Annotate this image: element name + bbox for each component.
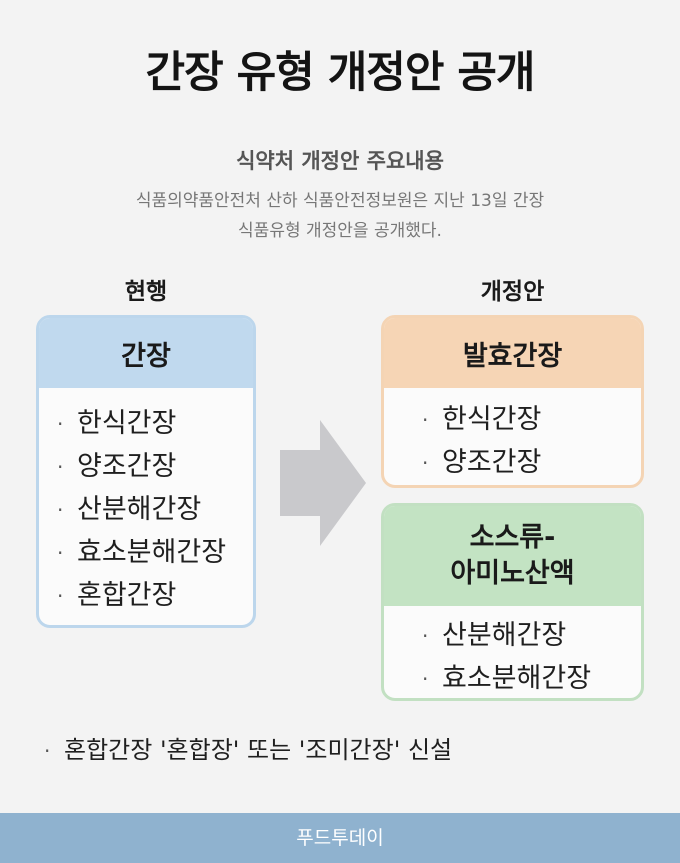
description-line-1: 식품의약품안전처 산하 식품안전정보원은 지난 13일 간장 — [135, 191, 545, 211]
bullet: · — [57, 498, 64, 522]
bullet: · — [422, 667, 429, 691]
bullet: · — [422, 624, 429, 648]
bullet: · — [57, 541, 64, 565]
list-item-label: 효소분해간장 — [442, 663, 592, 694]
list-item: · 양조간장 — [57, 445, 253, 488]
list-item-label: 한식간장 — [442, 404, 542, 435]
list-item: · 산분해간장 — [422, 614, 641, 657]
fermented-card: 발효간장 · 한식간장 · 양조간장 — [381, 315, 644, 488]
list-item: · 한식간장 — [422, 398, 641, 441]
page-title: 간장 유형 개정안 공개 — [145, 48, 536, 98]
list-item-label: 산분해간장 — [442, 620, 567, 651]
current-card: 간장 · 한식간장 · 양조간장 · 산분해간장 · 효소분해간장 · 혼합간장 — [36, 315, 256, 628]
list-item-label: 양조간장 — [77, 451, 177, 482]
footer: 푸드투데이 — [0, 813, 680, 863]
list-item-label: 산분해간장 — [77, 494, 202, 525]
bullet: · — [57, 412, 64, 436]
amino-card-heading: 소스류- 아미노산액 — [384, 506, 641, 606]
list-item: · 산분해간장 — [57, 488, 253, 531]
list-item-label: 혼합간장 — [77, 580, 177, 611]
note: · 혼합간장 '혼합장' 또는 '조미간장' 신설 — [44, 730, 452, 765]
right-arrow-icon — [280, 420, 366, 546]
current-item-list: · 한식간장 · 양조간장 · 산분해간장 · 효소분해간장 · 혼합간장 — [39, 388, 253, 617]
current-card-heading: 간장 — [39, 318, 253, 388]
list-item-label: 한식간장 — [77, 408, 177, 439]
amino-card: 소스류- 아미노산액 · 산분해간장 · 효소분해간장 — [381, 503, 644, 701]
revised-label: 개정안 — [480, 279, 545, 305]
fermented-card-heading: 발효간장 — [384, 318, 641, 388]
subtitle: 식약처 개정안 주요내용 — [236, 149, 444, 173]
bullet: · — [44, 739, 51, 763]
list-item: · 효소분해간장 — [422, 657, 641, 698]
fermented-item-list: · 한식간장 · 양조간장 — [384, 388, 641, 484]
list-item: · 양조간장 — [422, 441, 641, 484]
list-item: · 혼합간장 — [57, 574, 253, 617]
current-label: 현행 — [124, 279, 168, 305]
amino-heading-line-1: 소스류- — [469, 522, 556, 553]
description-line-2: 식품유형 개정안을 공개했다. — [238, 221, 442, 241]
bullet: · — [422, 408, 429, 432]
bullet: · — [422, 451, 429, 475]
list-item-label: 양조간장 — [442, 447, 542, 478]
amino-item-list: · 산분해간장 · 효소분해간장 — [384, 606, 641, 698]
amino-heading-line-2: 아미노산액 — [450, 558, 575, 589]
description: 식품의약품안전처 산하 식품안전정보원은 지난 13일 간장 식품유형 개정안을… — [0, 186, 680, 246]
list-item-label: 효소분해간장 — [77, 537, 227, 568]
bullet: · — [57, 455, 64, 479]
note-text: 혼합간장 '혼합장' 또는 '조미간장' 신설 — [64, 736, 453, 764]
bullet: · — [57, 584, 64, 608]
list-item: · 한식간장 — [57, 402, 253, 445]
list-item: · 효소분해간장 — [57, 531, 253, 574]
